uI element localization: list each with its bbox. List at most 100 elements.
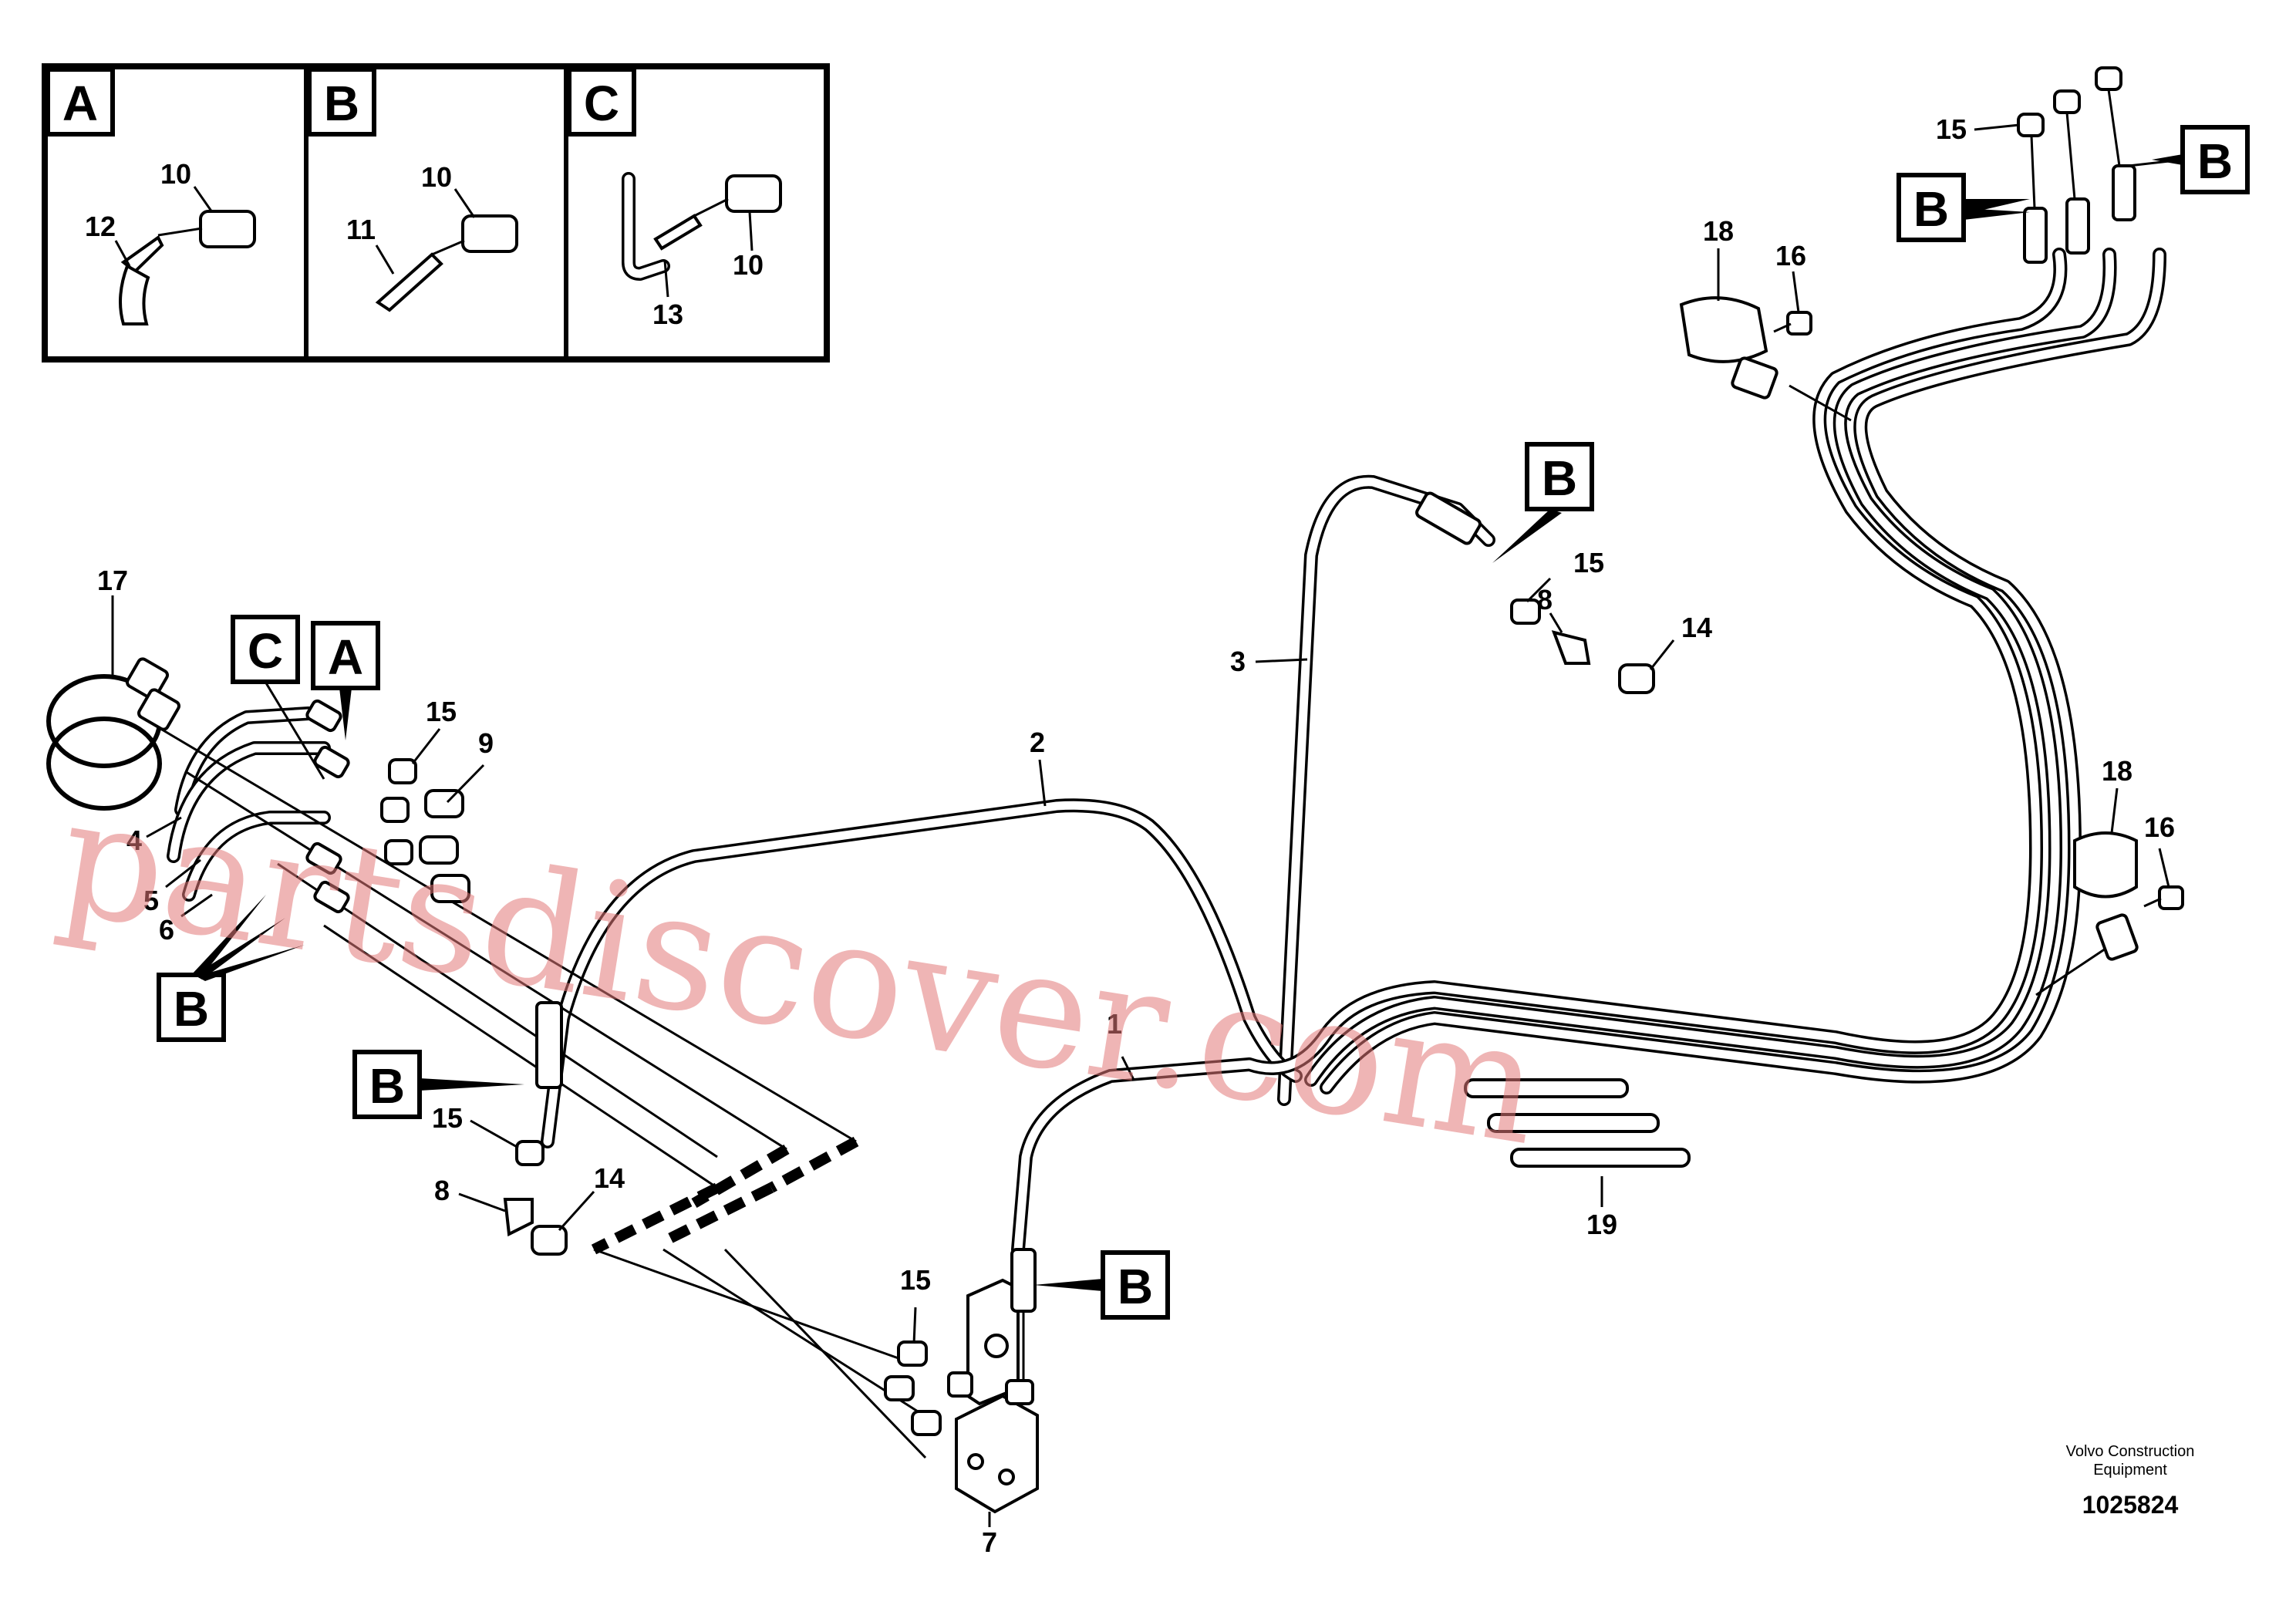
screw-16-right — [2158, 885, 2184, 910]
pipe-bundle-2 — [1304, 248, 2117, 1087]
callout-7: 7 — [982, 1526, 997, 1558]
panel-b-label-10: 10 — [421, 161, 452, 193]
panel-b-label-11: 11 — [346, 214, 376, 245]
callout-9: 9 — [478, 727, 494, 759]
ref-box-b-left-letter: B — [174, 981, 209, 1037]
callout-5: 5 — [143, 885, 159, 916]
callout-17: 17 — [97, 565, 128, 596]
elbow-8-left — [503, 1198, 534, 1237]
panel-c-letter: C — [584, 76, 619, 131]
fitting-15-manifold-2 — [380, 797, 410, 823]
components — [46, 66, 2184, 1514]
nut-9-c — [430, 874, 470, 903]
hose-2-coupling — [535, 1001, 563, 1089]
fitting-15-valve-3 — [911, 1410, 942, 1436]
callout-8-left: 8 — [434, 1175, 450, 1206]
callout-2: 2 — [1030, 727, 1045, 758]
manufacturer-line-2: Equipment — [2093, 1462, 2167, 1479]
panel-a-tag — [46, 67, 115, 137]
panel-b-tag — [307, 67, 376, 137]
panel-c-label-13: 13 — [652, 298, 683, 330]
fitting-15-left — [515, 1140, 544, 1166]
watermark: partsdiscover.com — [48, 761, 1552, 1182]
panel-a-label-10: 10 — [160, 158, 191, 190]
panel-a-label-12: 12 — [85, 211, 116, 242]
fitting-15-valve-1 — [897, 1340, 928, 1367]
ref-box-b-center-left — [352, 1050, 422, 1119]
cap-15-top-1 — [2017, 113, 2045, 137]
ref-box-c-left — [231, 615, 300, 684]
panel-b-letter: B — [324, 76, 359, 131]
hose-3-coupling — [1415, 491, 1482, 545]
callout-6: 6 — [159, 914, 174, 946]
detail-panels-frame — [42, 63, 830, 363]
manifold-fitting-b — [313, 745, 350, 779]
fitting-15-manifold-1 — [388, 758, 417, 784]
panel-c-tag — [567, 67, 636, 137]
valve-block-7 — [955, 1394, 1039, 1514]
ref-box-b-center-left-letter: B — [369, 1058, 405, 1114]
clamp-18-right — [2073, 831, 2138, 899]
detail-panel-a: A 10 12 — [46, 67, 256, 325]
panel-c-part-10 — [725, 174, 782, 213]
callout-15-left-mid: 15 — [432, 1102, 463, 1134]
panel-c-label-10: 10 — [733, 249, 764, 281]
top-coupling-3 — [2112, 164, 2136, 221]
nut-9-a — [424, 789, 464, 818]
panel-a-part-10 — [199, 210, 256, 248]
cap-15-top-3 — [2095, 66, 2122, 91]
callout-15-mid: 15 — [1573, 547, 1604, 578]
pipe-runs — [153, 248, 2166, 1459]
detail-panel-c: C 10 13 — [567, 67, 782, 330]
panel-a-letter: A — [62, 76, 98, 131]
manifold-fitting-c — [305, 841, 342, 875]
detail-panels: A 10 12 B 10 11 C — [42, 63, 830, 363]
callout-15-left-top: 15 — [426, 696, 457, 727]
ref-box-b-bottom — [1101, 1250, 1170, 1320]
callout-14-left: 14 — [594, 1162, 625, 1194]
fitting-15-valve-2 — [884, 1375, 915, 1401]
ref-box-b-top-right-2-letter: B — [1913, 181, 1949, 237]
spiral-guard-19-c — [1510, 1148, 1691, 1168]
fitting-15-mid — [1510, 599, 1541, 625]
manufacturer-line-1: Volvo Construction — [2066, 1443, 2195, 1460]
fitting-15-manifold-3 — [384, 839, 413, 865]
callout-18-right: 18 — [2102, 755, 2132, 787]
top-coupling-1 — [2023, 207, 2048, 264]
nut-14-right — [1618, 663, 1655, 694]
callout-8-right: 8 — [1537, 584, 1553, 615]
detail-panel-b: B 10 11 — [307, 67, 518, 312]
callout-19: 19 — [1586, 1209, 1617, 1240]
callout-1: 1 — [1107, 1008, 1122, 1040]
callouts: 1 2 3 4 5 6 7 8 8 9 14 14 15 15 15 15 15 — [97, 113, 2175, 1558]
title-block: Volvo Construction Equipment 1025824 — [2066, 1443, 2195, 1519]
nut-9-b — [419, 835, 459, 865]
ref-boxes: B B B C A B B B — [157, 125, 2250, 1320]
cap-15-top-2 — [2053, 89, 2081, 114]
ref-box-c-left-letter: C — [248, 623, 283, 679]
spiral-guard-19-a — [1464, 1078, 1629, 1098]
elbow-8-right — [1551, 630, 1591, 665]
top-coupling-2 — [2065, 197, 2090, 255]
nut-14-left — [531, 1225, 568, 1256]
ref-box-a-left-letter: A — [328, 629, 363, 685]
callout-15-top: 15 — [1936, 113, 1967, 145]
manifold-fitting-d — [313, 880, 350, 914]
ref-box-a-left — [311, 621, 380, 690]
hose-1-coupling — [1010, 1248, 1037, 1313]
ref-box-b-top-right-2 — [1896, 173, 1966, 242]
clamp-18-top — [1679, 296, 1768, 363]
ref-box-b-top-right-1-letter: B — [2197, 133, 2233, 189]
callout-4: 4 — [126, 824, 142, 856]
callout-18-top: 18 — [1703, 215, 1734, 247]
callout-3: 3 — [1230, 646, 1246, 677]
callout-15-bottom: 15 — [900, 1264, 931, 1296]
panel-b-part-10 — [461, 214, 518, 253]
ref-box-b-mid — [1525, 442, 1594, 511]
callout-14-right: 14 — [1681, 612, 1712, 643]
cable-tie-17-b — [46, 717, 162, 811]
drawing-number: 1025824 — [2082, 1491, 2179, 1519]
ref-box-b-left — [157, 973, 226, 1042]
ref-box-b-mid-letter: B — [1542, 450, 1577, 506]
